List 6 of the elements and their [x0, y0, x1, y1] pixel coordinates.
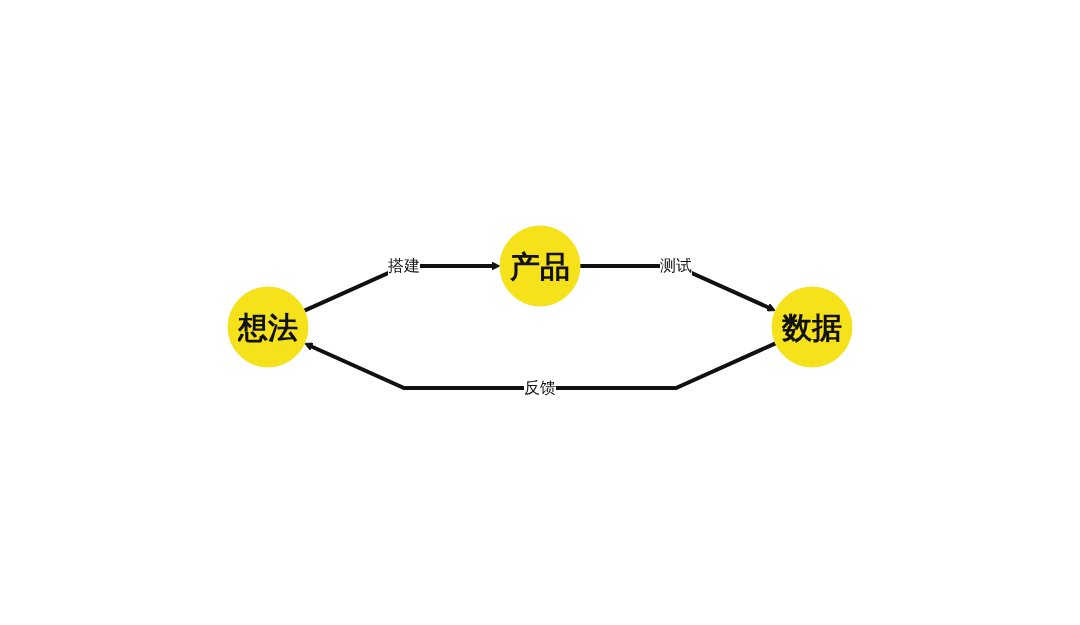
- edge-label: 测试: [660, 255, 692, 275]
- edge-label: 反馈: [524, 377, 556, 397]
- arrow: [304, 341, 777, 390]
- edge-label: 搭建: [388, 255, 420, 275]
- node-circle: 产品: [499, 225, 581, 306]
- node-circle: 数据: [771, 286, 853, 367]
